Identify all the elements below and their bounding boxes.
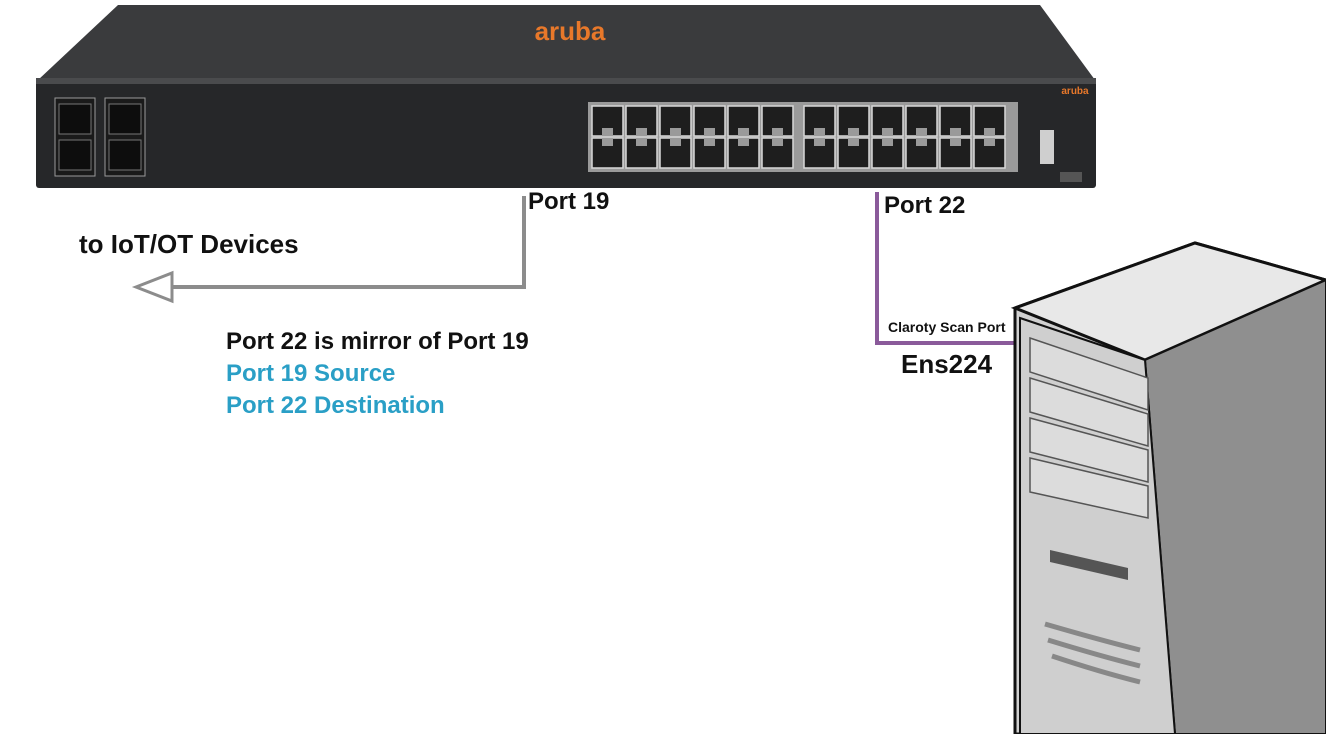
source-description: Port 19 Source [226,360,396,387]
destination-description: Port 22 Destination [226,392,445,419]
rj45-port [659,137,692,169]
usb-port [1040,130,1054,164]
rj45-port-tab [636,138,647,146]
rj45-port-tab [670,128,681,136]
rj45-port-tab [602,138,613,146]
rj45-port-tab [704,138,715,146]
switch-top-logo: aruba [535,16,606,46]
rj45-port-tab [738,138,749,146]
rj45-port-tab [848,128,859,136]
server-tower [1010,241,1326,734]
aruba-switch: aruba aruba [36,5,1096,188]
rj45-port-tab [984,138,995,146]
rj45-port-tab [738,128,749,136]
rj45-port-tab [704,128,715,136]
rj45-port-tab [772,138,783,146]
arrow-head [131,270,174,304]
port19-label: Port 19 [528,188,610,215]
rj45-port-tab [670,138,681,146]
rj45-port-tab [950,128,961,136]
rj45-port-tab [916,128,927,136]
port19-link [131,196,526,304]
rj45-port-tab [848,138,859,146]
rj45-port-tab [636,128,647,136]
port22-label: Port 22 [884,192,966,219]
rj45-port-tab [814,138,825,146]
rj45-port-tab [950,138,961,146]
port22-link [875,192,1020,345]
rj45-port-tab [814,128,825,136]
rj45-port-tab [984,128,995,136]
iot-devices-label: to IoT/OT Devices [79,229,299,259]
sfp-ports [54,97,146,177]
scan-port-label: Claroty Scan Port [888,319,1006,335]
rj45-port-tab [602,128,613,136]
switch-front-logo: aruba [1061,86,1089,97]
interface-label: Ens224 [901,349,993,379]
rj45-port-tab [882,128,893,136]
rj45-port-block [588,102,1018,172]
rj45-port-tab [772,128,783,136]
console-port [1060,172,1082,182]
rj45-port-tab [882,138,893,146]
mirror-description: Port 22 is mirror of Port 19 [226,328,529,355]
rj45-port-tab [916,138,927,146]
